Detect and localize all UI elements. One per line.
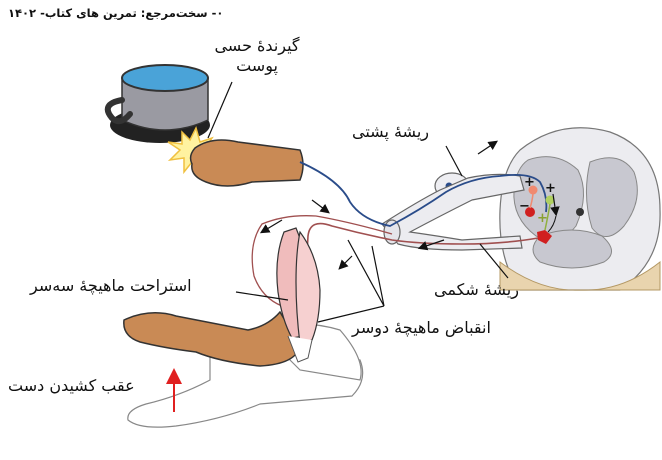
triceps-relax-label: استراحت ماهیچهٔ سه‌سر [30,276,192,296]
arm-shape [124,312,300,366]
flow-arrow-sensory-2 [312,200,328,212]
synapse-sign: − [519,199,530,214]
ventral-root-label: ریشهٔ شکمی [434,280,519,300]
receptor-label: گیرندهٔ حسی پوست [192,36,322,76]
triceps-muscle [296,232,320,344]
withdraw-label: عقب کشیدن دست [8,376,135,396]
biceps-pointers [318,240,384,322]
page-header: ۰- سخت‌مرجع: تمرین های کتاب- ۱۴۰۲ [8,6,223,20]
hand-shape [191,140,303,186]
biceps-contract-label: انقباض ماهیچهٔ دوسر [352,318,491,338]
receptor-label-line2: پوست [192,56,322,76]
flow-arrow-motor-2 [262,220,282,232]
dorsal-root-label: ریشهٔ پشتی [352,122,429,142]
synapse-sign: + [524,175,535,190]
receptor-label-line1: گیرندهٔ حسی [192,36,322,56]
flow-arrow-sensory [478,142,496,154]
dorsal-root-pointer [446,146,462,176]
receptor-pointer-line [208,82,232,138]
synapse-sign: + [537,211,548,226]
synapse-sign: + [545,181,556,196]
flow-arrow-motor-3 [340,256,352,268]
